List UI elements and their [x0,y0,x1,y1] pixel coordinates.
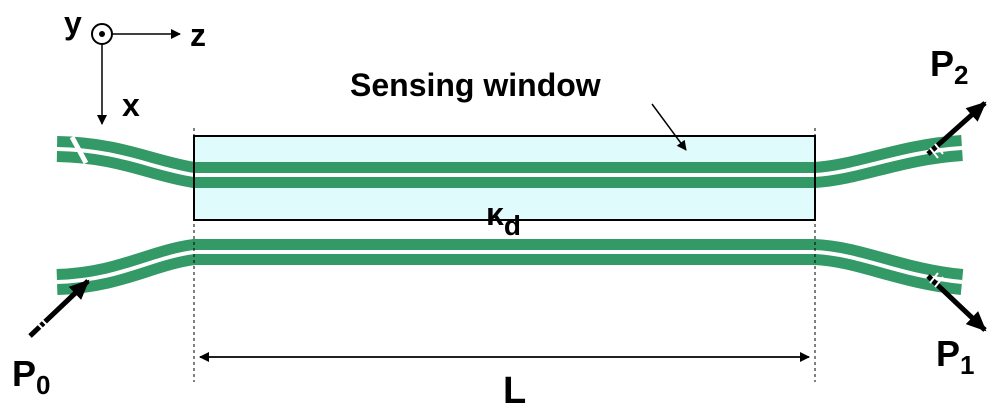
x-axis-label: x [122,87,140,123]
p2-arrow [926,101,987,156]
lower-waveguide [56,239,964,295]
sensing-window-label: Sensing window [350,67,601,103]
length-dimension: L [193,128,816,412]
p0-label: P0 [12,353,50,400]
output-port-p1: P1 [926,272,987,380]
input-port-p0: P0 [12,279,90,400]
coordinate-axes: y z x [64,5,206,125]
z-axis-label: z [190,17,206,53]
p2-label: P2 [930,43,968,90]
y-axis-label: y [64,5,82,41]
p1-label: P1 [936,333,974,380]
output-port-p2: P2 [926,43,987,159]
sensing-window-pointer [651,103,687,151]
coupling-coefficient-label: κd [486,196,521,241]
length-label: L [503,370,526,412]
